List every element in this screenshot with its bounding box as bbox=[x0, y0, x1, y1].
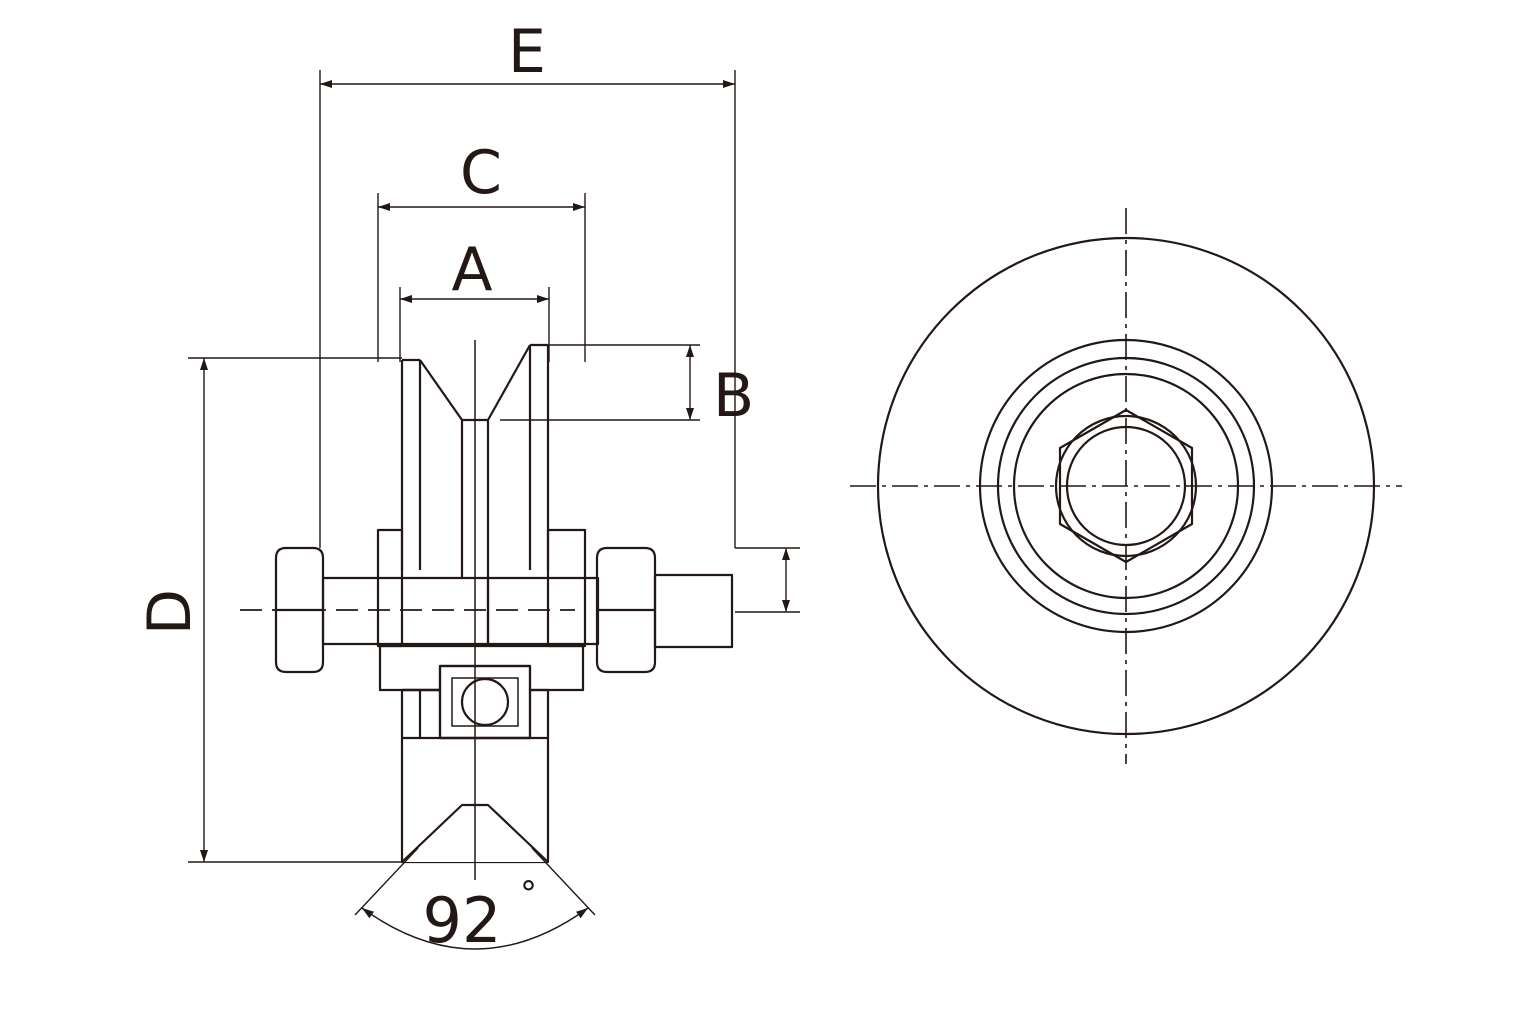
angle-dimension: 92 ° bbox=[354, 847, 596, 957]
side-view: E C A B D bbox=[135, 17, 800, 957]
thread-dimension bbox=[735, 547, 800, 613]
label-e: E bbox=[508, 17, 546, 87]
label-c: C bbox=[460, 138, 502, 208]
dimension-c: C bbox=[377, 138, 586, 362]
dimension-e: E bbox=[319, 17, 736, 548]
bolt bbox=[274, 546, 734, 674]
dimension-a: A bbox=[399, 235, 550, 362]
degree-symbol: ° bbox=[520, 874, 537, 914]
spacers bbox=[376, 528, 587, 648]
label-a: A bbox=[451, 235, 492, 305]
angle-value: 92 bbox=[423, 884, 502, 957]
label-d: D bbox=[135, 589, 205, 635]
front-view bbox=[850, 208, 1402, 764]
dimension-d: D bbox=[135, 357, 402, 863]
wheel-section-lower bbox=[378, 644, 585, 864]
dimension-b: B bbox=[500, 344, 754, 431]
label-b: B bbox=[713, 361, 754, 431]
